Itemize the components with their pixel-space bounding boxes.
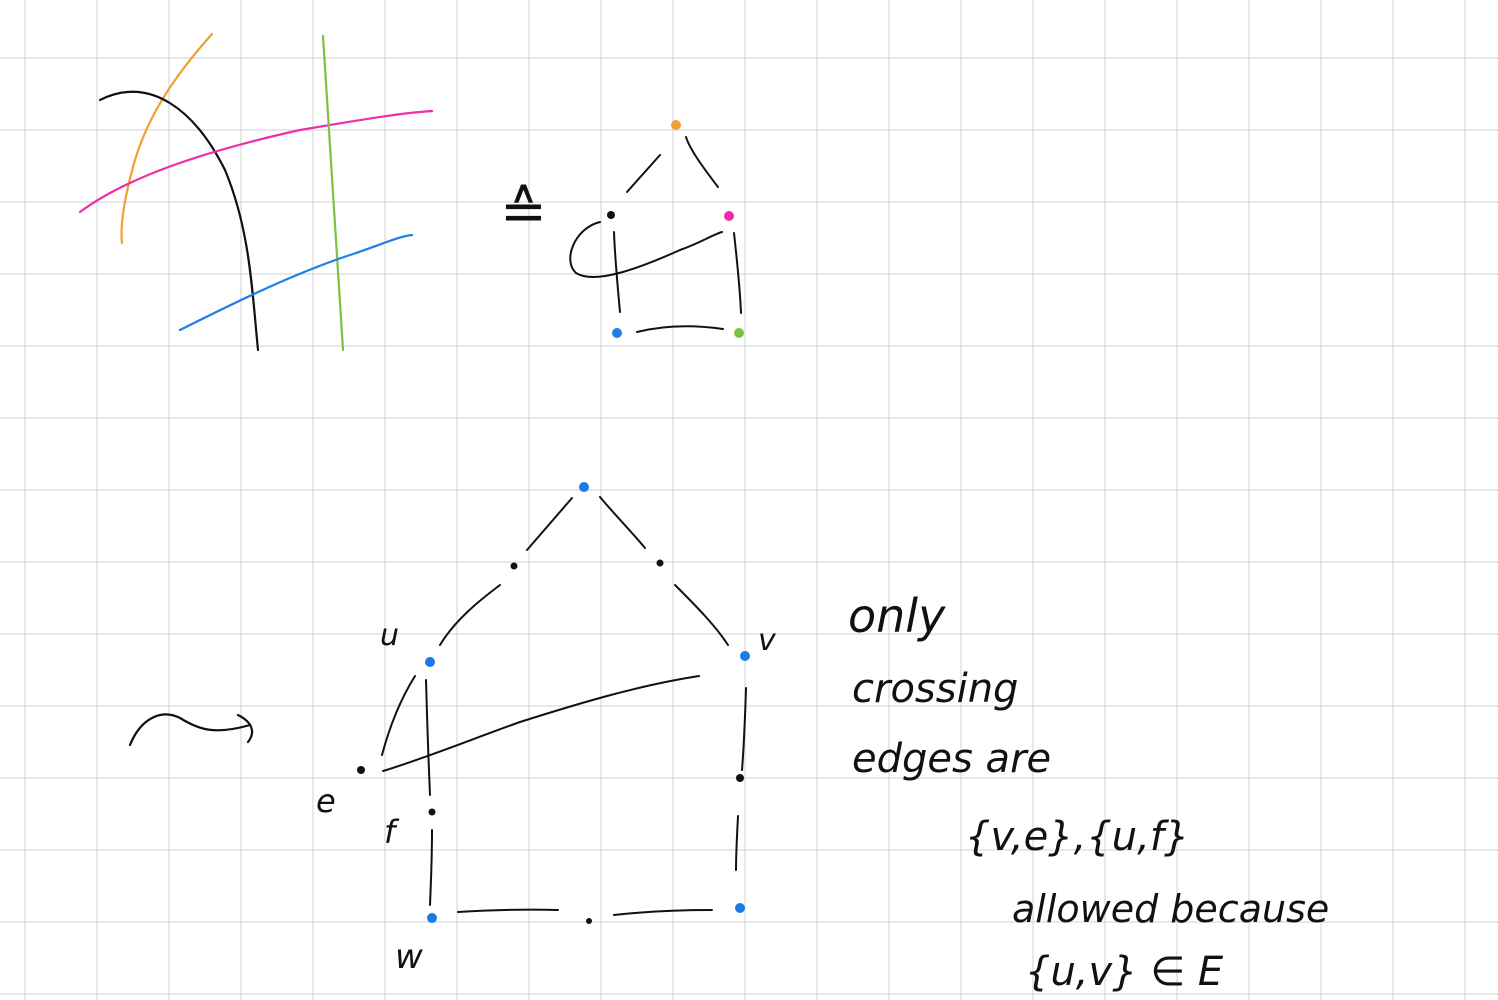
note-line-edges-are: edges are	[852, 736, 1051, 782]
subdivision-bottom	[586, 918, 592, 924]
small-edge-top-left	[626, 154, 661, 193]
vertex-e	[357, 766, 365, 774]
big-edge-bottom-left	[457, 908, 559, 913]
hat-equals-symbol: ≙	[500, 179, 547, 244]
note-line-allowed-because: allowed because	[1012, 887, 1329, 931]
small-edge-right-vert	[733, 232, 742, 314]
subdivision-right	[736, 774, 744, 782]
label-u: u	[380, 618, 399, 653]
subdivision-top-right	[656, 559, 664, 567]
subdivision-top-left	[510, 562, 518, 570]
big-edge-u-down	[425, 679, 431, 796]
small-vertices	[607, 120, 744, 338]
big-edge-top-right-2	[674, 584, 729, 646]
blue-line	[178, 233, 414, 332]
vertex-bottom-right	[735, 903, 745, 913]
vertex-w	[427, 913, 437, 923]
small-vertex-orange	[671, 120, 681, 130]
big-edge-f-to-w	[429, 829, 433, 906]
big-edge-right-low	[735, 815, 739, 871]
big-edge-u-to-e	[381, 675, 416, 756]
big-edge-top-left-1	[526, 497, 573, 551]
small-edge-top-right	[685, 136, 719, 188]
orange-curve	[120, 32, 214, 245]
label-e: e	[316, 782, 336, 820]
small-edge-loop	[569, 221, 723, 278]
vertex-u	[425, 657, 435, 667]
vertex-v	[740, 651, 750, 661]
note-line-crossing: crossing	[852, 666, 1018, 712]
small-graph	[569, 136, 742, 333]
big-edge-e-to-v	[382, 675, 700, 772]
vertex-top	[579, 482, 589, 492]
small-vertex-green	[734, 328, 744, 338]
label-f: f	[384, 813, 400, 851]
big-edge-top-left-2	[439, 584, 501, 646]
line-arrangement	[78, 32, 434, 352]
pink-line	[78, 109, 434, 214]
green-line	[321, 34, 345, 352]
label-v: v	[758, 623, 777, 658]
big-edge-v-down	[741, 687, 747, 771]
handwritten-note: only crossing edges are {v,e},{u,f} allo…	[848, 589, 1329, 995]
big-vertices	[357, 482, 750, 924]
note-line-membership: {u,v} ∈ E	[1025, 949, 1224, 995]
big-edge-bottom-right	[613, 909, 713, 916]
note-line-edge-set: {v,e},{u,f}	[965, 814, 1189, 860]
big-graph	[381, 496, 747, 916]
leads-to-arrow	[128, 713, 254, 747]
small-vertex-pink	[724, 211, 734, 221]
big-edge-top-right-1	[599, 496, 646, 549]
small-vertex-black	[607, 211, 615, 219]
label-w: w	[395, 937, 423, 977]
vertex-f	[428, 808, 436, 816]
small-edge-bottom	[636, 325, 724, 333]
small-vertex-blue	[612, 328, 622, 338]
note-line-only: only	[848, 589, 946, 643]
